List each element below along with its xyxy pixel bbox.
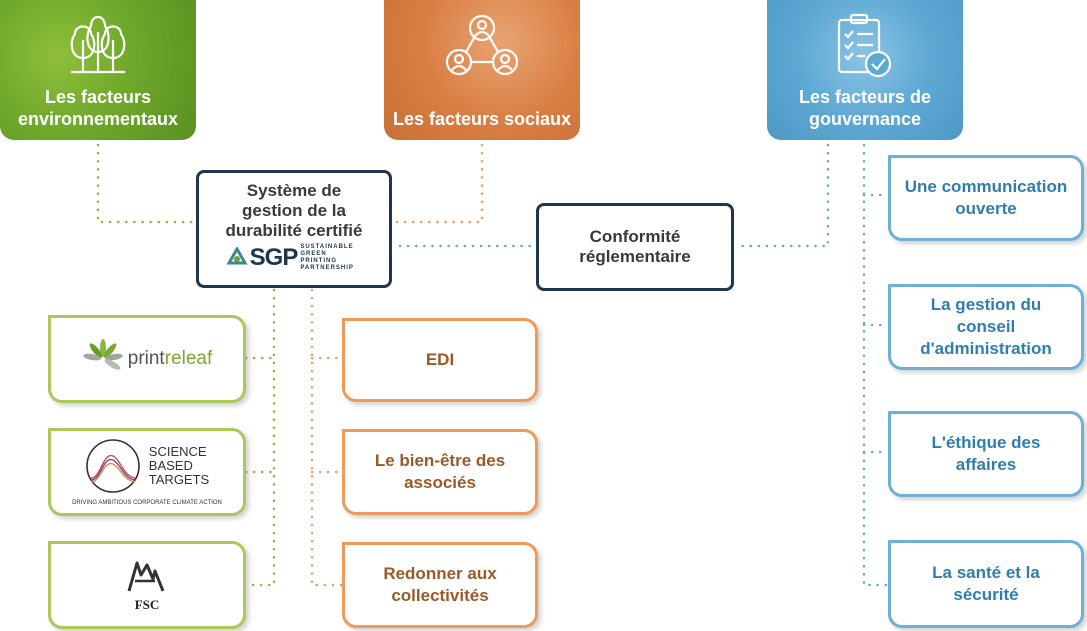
social-item-label: Redonner aux collectivités	[383, 564, 497, 605]
fsc-box: FSC	[48, 541, 246, 629]
header-governance-label: Les facteurs de gouvernance	[798, 87, 932, 129]
sgp-subtitle: SUSTAINABLE GREEN PRINTING PARTNERSHIP	[300, 244, 354, 271]
social-item: Le bien-être des associés	[342, 429, 538, 515]
people-network-icon	[445, 14, 519, 76]
sbt-line-2: BASED	[148, 458, 193, 473]
printreleaf-box: print releaf	[48, 315, 246, 403]
checklist-icon	[837, 13, 892, 78]
governance-item-label: Une communication ouverte	[904, 177, 1068, 218]
social-item: EDI	[342, 318, 538, 402]
compliance-label: Conformité réglementaire	[579, 227, 691, 266]
printreleaf-text-b: releaf	[164, 348, 213, 369]
trees-icon	[70, 15, 126, 74]
governance-item: La gestion du conseil d'administration	[888, 284, 1084, 370]
header-social-label: Les facteurs sociaux	[392, 109, 572, 129]
sbt-tagline: DRIVING AMBITIOUS CORPORATE CLIMATE ACTI…	[72, 500, 222, 506]
sbt-line-3: TARGETS	[148, 472, 210, 487]
sms-box: Système de gestion de la durabilité cert…	[196, 170, 392, 288]
sbt-line-1: SCIENCE	[148, 444, 207, 459]
printreleaf-leaf-icon	[83, 339, 123, 370]
printreleaf-logo: print releaf	[82, 338, 213, 380]
sgp-logo: SGP SUSTAINABLE GREEN PRINTING PARTNERSH…	[226, 244, 363, 272]
sgp-recycle-icon	[226, 247, 248, 265]
header-environmental-label: Les facteurs environnementaux	[17, 87, 179, 129]
sbt-logo: SCIENCE BASED TARGETS	[85, 438, 209, 494]
social-item: Redonner aux collectivités	[342, 542, 538, 628]
governance-item: Une communication ouverte	[888, 155, 1084, 241]
sgp-wordmark: SGP	[249, 244, 299, 271]
compliance-box: Conformité réglementaire	[536, 203, 734, 291]
header-environmental: Les facteurs environnementaux	[0, 0, 196, 140]
sbt-box: SCIENCE BASED TARGETS DRIVING AMBITIOUS …	[48, 428, 246, 516]
printreleaf-text-a: print	[127, 348, 165, 369]
governance-item: La santé et la sécurité	[888, 540, 1084, 628]
fsc-text: FSC	[134, 597, 160, 612]
governance-item-label: La gestion du conseil d'administration	[920, 295, 1052, 358]
header-governance: Les facteurs de gouvernance	[767, 0, 963, 140]
fsc-tree-icon	[127, 561, 165, 592]
sms-title: Système de gestion de la durabilité cert…	[225, 181, 363, 240]
governance-item-label: La santé et la sécurité	[932, 563, 1040, 604]
header-social: Les facteurs sociaux	[384, 0, 580, 140]
social-item-label: Le bien-être des associés	[374, 451, 506, 492]
governance-item: L'éthique des affaires	[888, 411, 1084, 497]
governance-item-label: L'éthique des affaires	[931, 433, 1041, 474]
sbt-curve-icon	[85, 439, 140, 493]
social-item-label: EDI	[425, 350, 455, 369]
